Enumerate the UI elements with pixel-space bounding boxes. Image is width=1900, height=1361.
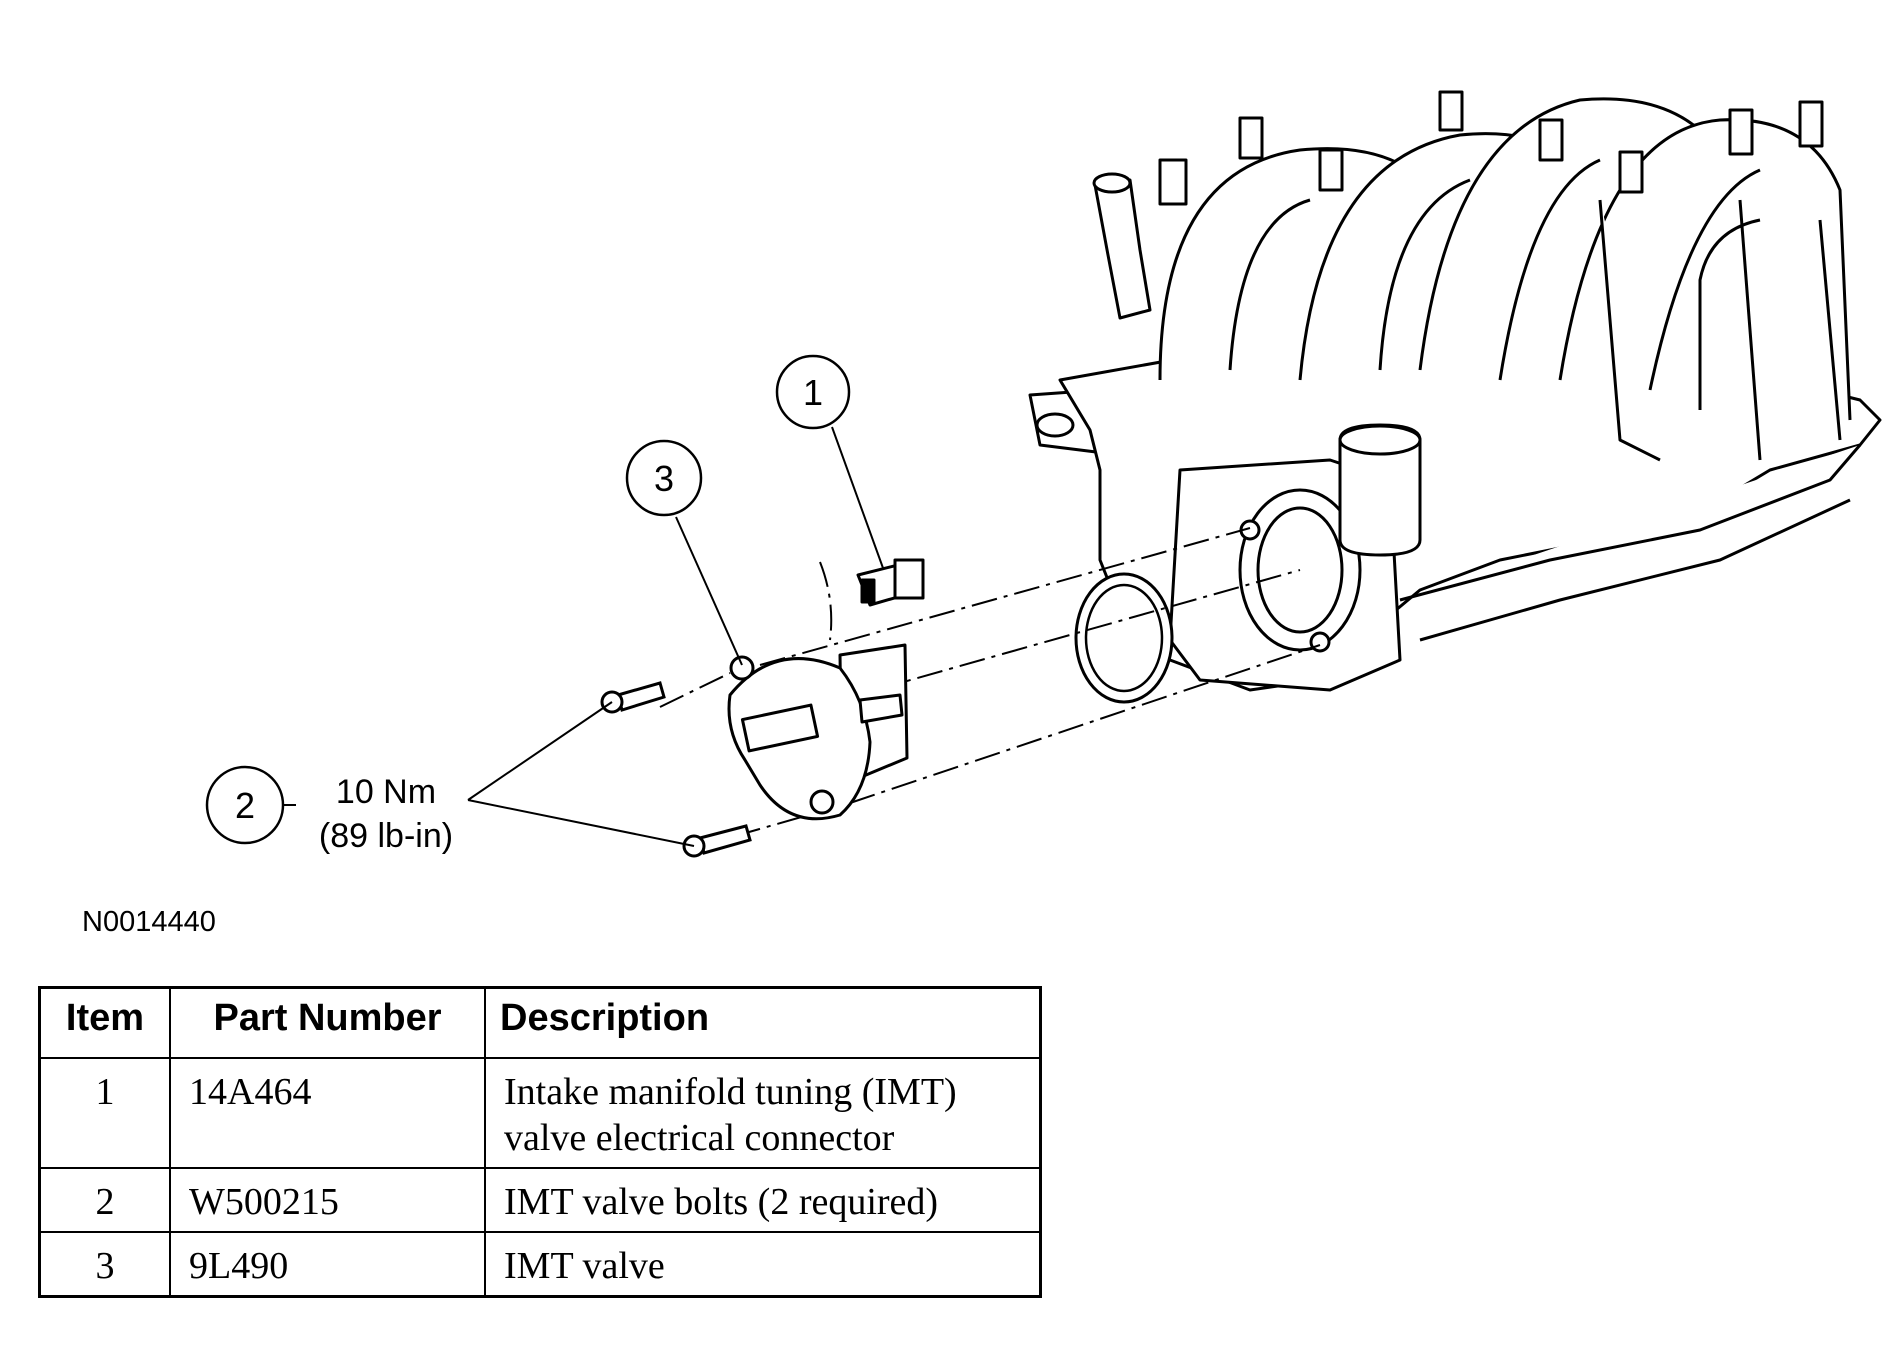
header-part-number: Part Number	[169, 986, 486, 1059]
header-description: Description	[484, 986, 1042, 1059]
table-row: 3 9L490 IMT valve	[38, 1231, 1042, 1298]
row-3-item: 3	[38, 1231, 171, 1298]
intake-manifold	[1028, 90, 1882, 692]
leader-lines	[283, 426, 884, 847]
row-2-part-number: W500215	[169, 1167, 486, 1233]
row-2-description-line-1: IMT valve bolts (2 required)	[504, 1181, 939, 1223]
bolt-upper	[600, 681, 666, 714]
imt-valve	[727, 643, 909, 821]
row-1-item: 1	[38, 1057, 171, 1169]
table-row: 1 14A464 Intake manifold tuning (IMT) va…	[38, 1057, 1042, 1169]
bolt-lower	[682, 824, 752, 858]
torque-imperial: (89 lb-in)	[319, 817, 453, 855]
table-header-row: Item Part Number Description	[38, 986, 1042, 1059]
row-1-description: Intake manifold tuning (IMT) valve elect…	[484, 1057, 1042, 1169]
callout-3: 3	[625, 439, 703, 517]
callout-1: 1	[775, 354, 851, 430]
torque-metric: 10 Nm	[336, 773, 436, 811]
row-1-description-line-2: valve electrical connector	[504, 1117, 895, 1159]
table-row: 2 W500215 IMT valve bolts (2 required)	[38, 1167, 1042, 1233]
row-2-item: 2	[38, 1167, 171, 1233]
row-2-description: IMT valve bolts (2 required)	[484, 1167, 1042, 1233]
row-1-description-line-1: Intake manifold tuning (IMT)	[504, 1071, 957, 1113]
parts-table: Item Part Number Description 1 14A464 In…	[38, 986, 1042, 1298]
row-3-part-number: 9L490	[169, 1231, 486, 1298]
callout-1-number: 1	[803, 372, 823, 413]
row-1-part-number: 14A464	[169, 1057, 486, 1169]
valve-gasket	[1074, 572, 1174, 704]
row-3-description: IMT valve	[484, 1231, 1042, 1298]
callout-2: 2	[205, 765, 285, 845]
row-3-description-line-1: IMT valve	[504, 1245, 665, 1287]
figure-id: N0014440	[82, 906, 216, 938]
electrical-connector	[856, 558, 925, 607]
callout-2-number: 2	[235, 785, 255, 826]
header-item: Item	[38, 986, 171, 1059]
callout-3-number: 3	[654, 458, 674, 499]
